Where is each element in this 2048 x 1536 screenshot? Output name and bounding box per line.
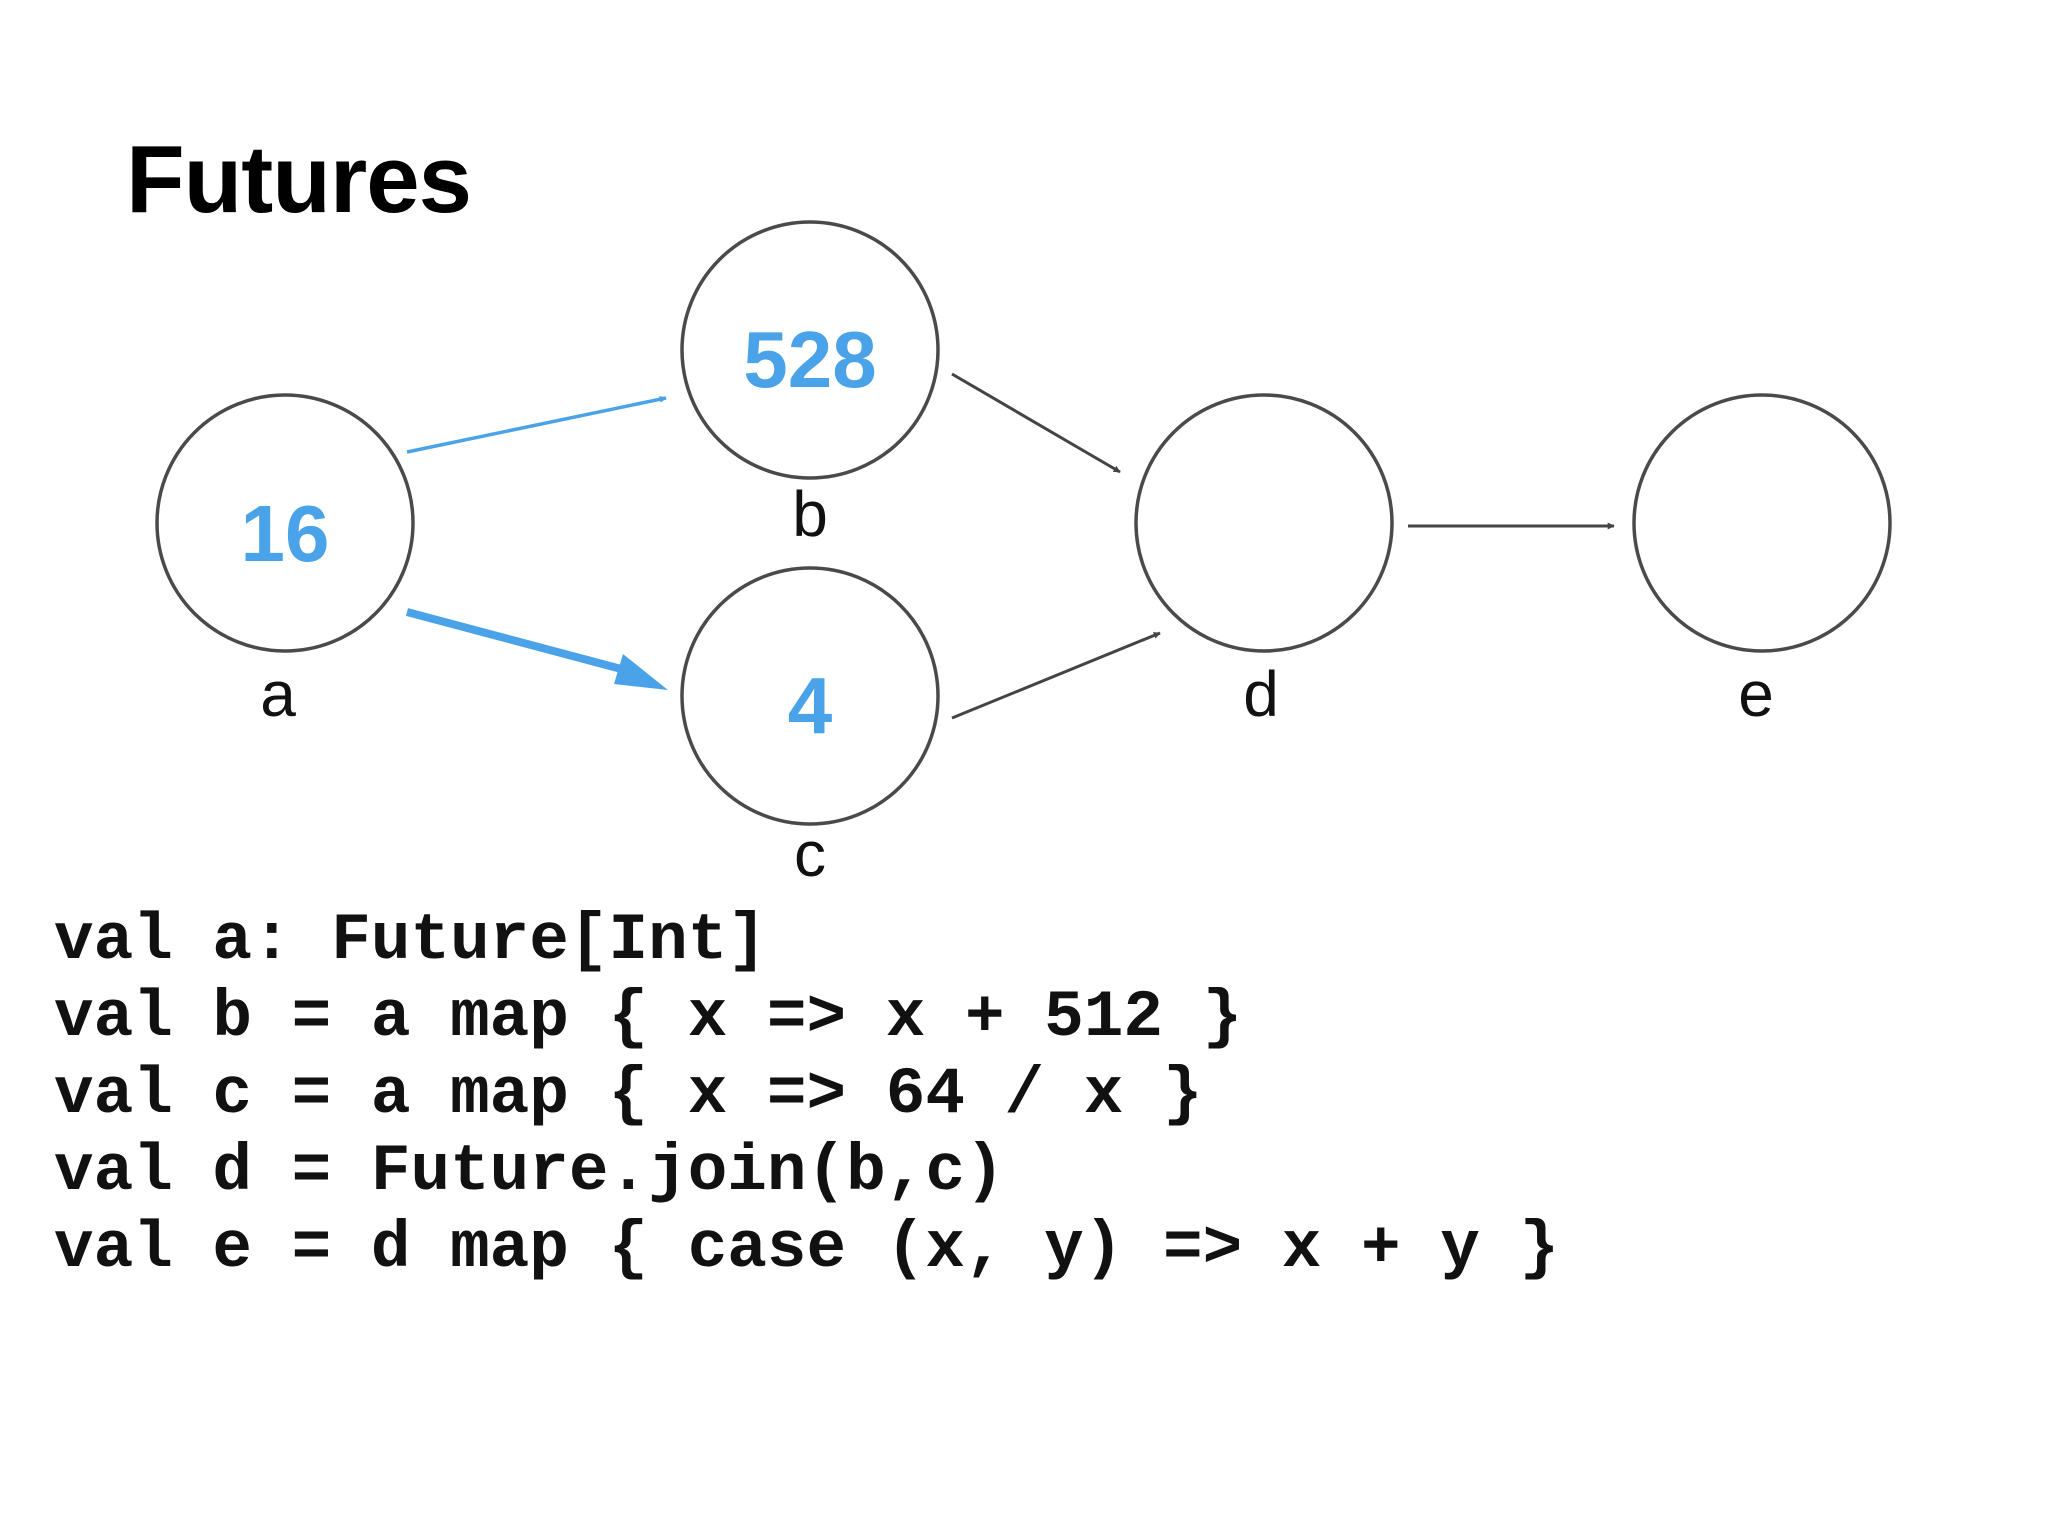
code-line-b: val b = a map { x => x + 512 } — [54, 980, 1243, 1055]
code-line-e: val e = d map { case (x, y) => x + y } — [54, 1211, 1560, 1286]
node-d-label: d — [1243, 658, 1279, 730]
code-line-d: val d = Future.join(b,c) — [54, 1134, 1005, 1209]
edge-a-to-c-arrowhead — [614, 654, 668, 690]
code-line-c: val c = a map { x => 64 / x } — [54, 1057, 1203, 1132]
node-e: e — [1632, 393, 1892, 730]
node-e-circle — [1632, 393, 1892, 653]
node-c-label: c — [794, 818, 826, 890]
code-block: val a: Future[Int]val b = a map { x => x… — [54, 902, 1559, 1287]
node-d-circle — [1134, 393, 1394, 653]
node-b-label: b — [792, 478, 828, 550]
node-a-circle — [155, 393, 415, 653]
node-a: 16 a — [155, 393, 415, 730]
edge-a-to-c — [405, 608, 627, 674]
edge-c-to-d — [951, 631, 1161, 720]
node-c-value: 4 — [788, 661, 833, 750]
slide-title: Futures — [126, 126, 472, 233]
node-b: 528 b — [680, 220, 940, 550]
node-b-value: 528 — [743, 315, 876, 404]
edge-a-to-b — [406, 395, 667, 454]
code-line-a: val a: Future[Int] — [54, 903, 767, 978]
node-a-value: 16 — [241, 489, 330, 578]
edge-b-to-d — [951, 372, 1121, 474]
node-d: d — [1134, 393, 1394, 730]
node-c: 4 c — [680, 566, 940, 890]
node-e-label: e — [1738, 658, 1774, 730]
node-c-circle — [680, 566, 940, 826]
node-b-circle — [680, 220, 940, 480]
node-a-label: a — [260, 658, 296, 730]
